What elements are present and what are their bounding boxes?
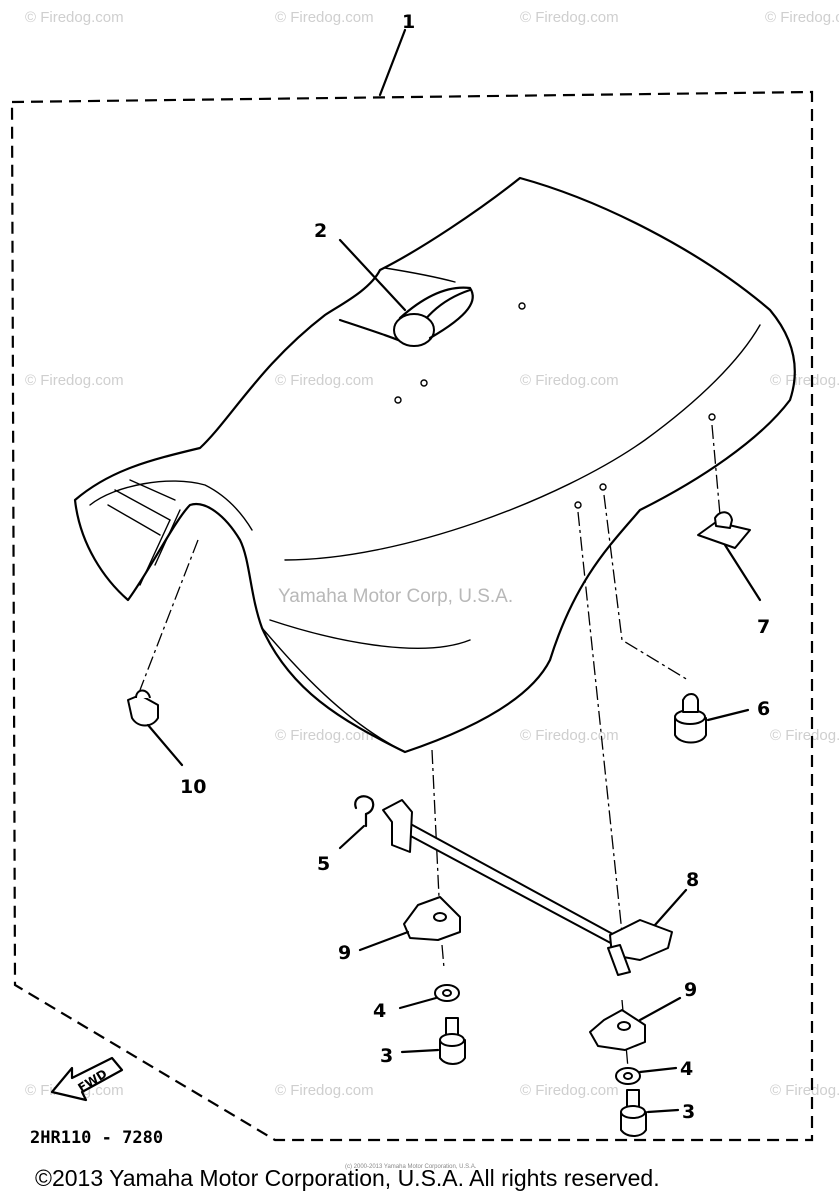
centerline (711, 424, 721, 516)
seat-hole (574, 501, 582, 509)
watermark-text: © Firedog.com (520, 1082, 619, 1099)
assembly-boundary (10, 90, 814, 1142)
seat-hole (708, 413, 716, 421)
drawing-number: 2HR110 - 7280 (30, 1128, 163, 1148)
callout-label: 2 (314, 220, 327, 242)
leader-line-5 (338, 824, 366, 850)
leader-line-3 (400, 1048, 440, 1054)
leader-line-9 (638, 996, 682, 1022)
leader-line-4 (638, 1066, 678, 1074)
seat-hole (518, 302, 526, 310)
centerline (139, 539, 199, 691)
watermark-layer: © Firedog.com © Firedog.com © Firedog.co… (25, 9, 839, 1099)
leader-line-2 (338, 238, 407, 312)
watermark-text: © Firedog.com (25, 372, 124, 389)
seat-outline (73, 176, 796, 754)
callout-label: 7 (757, 616, 770, 638)
part-bracket-8 (382, 799, 673, 976)
seat-contour (269, 619, 471, 649)
leader-line-1 (378, 28, 407, 97)
callout-label: 1 (402, 11, 415, 33)
watermark-text: © Firedog.com (520, 9, 619, 26)
seat-hole (394, 396, 402, 404)
watermark-text: © Firedog.com (770, 1082, 839, 1099)
callout-label: 5 (317, 853, 330, 875)
part-damper-6 (674, 693, 707, 744)
centerline (441, 944, 445, 969)
callout-label: 9 (684, 979, 697, 1001)
callout-label: 3 (380, 1045, 393, 1067)
callout-label: 6 (757, 698, 770, 720)
leader-lines (146, 238, 762, 1114)
seat-flap-rib (154, 509, 181, 566)
callout-labels: 1 2 3 3 4 4 5 6 7 8 9 9 10 (180, 11, 770, 1123)
centerline (577, 511, 625, 953)
seat-hole (420, 379, 428, 387)
callout-label: 10 (180, 776, 206, 798)
watermark-text: © Firedog.com (25, 9, 124, 26)
centerline (431, 749, 441, 919)
callout-label: 3 (682, 1101, 695, 1123)
centerline (603, 494, 689, 681)
part-bolt-3 (620, 1089, 647, 1137)
part-damper-10 (127, 689, 159, 727)
part-washer-4 (434, 984, 460, 1002)
seat-flap-rib (114, 489, 171, 521)
leader-line-4 (398, 996, 438, 1010)
watermark-text: © Firedog.com (275, 372, 374, 389)
seat-contour (284, 324, 761, 561)
watermark-text: © Firedog.com (770, 727, 839, 744)
part-washer-4 (615, 1067, 641, 1085)
seat-inner-edge (89, 480, 253, 531)
leader-line-3 (646, 1108, 680, 1114)
leader-line-7 (723, 543, 762, 602)
watermark-center-text: Yamaha Motor Corp, U.S.A. (278, 586, 513, 607)
seat-assembly-drawing (73, 176, 796, 754)
callout-label: 4 (680, 1058, 693, 1080)
watermark-text: © Firedog.com (275, 9, 374, 26)
seat-hole (599, 483, 607, 491)
part-bracket-9 (589, 1009, 646, 1051)
seat-contour (261, 627, 406, 753)
watermark-text: © Firedog.com (275, 1082, 374, 1099)
seat-strap-back (384, 267, 456, 283)
callout-label: 4 (373, 1000, 386, 1022)
part-hook-5 (354, 795, 375, 828)
copyright-notice: ©2013 Yamaha Motor Corporation, U.S.A. A… (35, 1165, 660, 1191)
tiny-credit: (c) 2000-2013 Yamaha Motor Corporation, … (345, 1164, 477, 1170)
seat-strap-loop (393, 313, 435, 347)
watermark-text: © Firedog.com (520, 727, 619, 744)
callout-label: 8 (686, 869, 699, 891)
watermark-text: © Firedog.com (520, 372, 619, 389)
seat-flap-rib (107, 504, 161, 536)
seat-flap-rib (139, 519, 171, 586)
watermark-text: © Firedog.com (770, 372, 839, 389)
leader-line-10 (146, 723, 184, 767)
watermark-text: © Firedog.com (765, 9, 839, 26)
part-bracket-9 (403, 896, 461, 941)
leader-line-9 (358, 930, 410, 952)
part-bolt-3 (439, 1017, 466, 1065)
seat-flap-rib (129, 479, 176, 501)
seat-strap-roll (398, 286, 474, 340)
leader-line-6 (706, 708, 750, 722)
part-clip-7 (697, 511, 751, 549)
watermark-text: © Firedog.com (275, 727, 374, 744)
callout-label: 9 (338, 942, 351, 964)
leader-line-8 (653, 888, 688, 927)
